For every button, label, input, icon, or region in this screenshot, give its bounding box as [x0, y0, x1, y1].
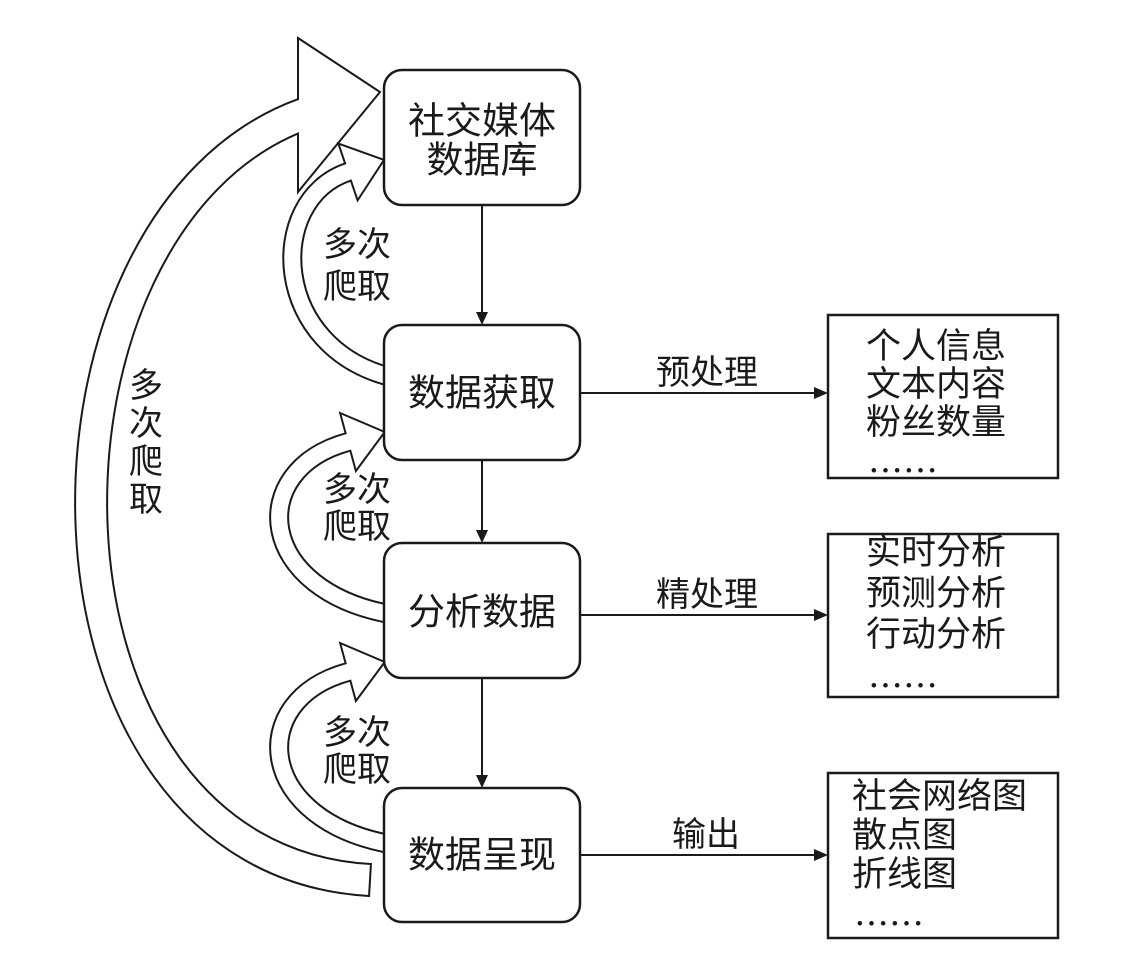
loop-arrow-present-to-analyze [269, 641, 397, 855]
node-source-label-line1: 社交媒体 [408, 100, 556, 143]
arrow-analyze-to-present [476, 678, 488, 788]
node-source-box [382, 68, 582, 207]
loop-band-end [368, 862, 372, 898]
loop-label-present-to-analyze-line2: 爬取 [323, 750, 391, 790]
loop-arrow-acquire-to-source [282, 141, 398, 388]
arrow-head [814, 849, 828, 861]
node-acquire-box [382, 323, 582, 462]
loop-label-present-to-source-char: 次 [129, 404, 163, 444]
arrow-acquire-to-analyze [476, 460, 488, 543]
result-item: …… [868, 441, 938, 481]
result-item: 折线图 [852, 855, 957, 895]
edge-label-refine: 精处理 [656, 575, 758, 615]
result-item: 粉丝数量 [866, 403, 1006, 443]
arrow-acquire-to-results [580, 387, 828, 399]
loop-band-fill [76, 97, 371, 895]
loop-label-acquire-to-source-line1: 多次 [323, 225, 391, 265]
loop-arrow-present-to-source [74, 36, 382, 898]
arrow-head [814, 387, 828, 399]
loop-label-acquire-to-source-line2: 爬取 [323, 267, 391, 307]
arrow-source-to-acquire [476, 205, 488, 325]
loop-label-present-to-source-char: 爬 [129, 442, 163, 482]
result-item: …… [854, 894, 924, 934]
loop-label-present-to-source-char: 多 [129, 366, 163, 406]
loop-band-fill [284, 163, 397, 386]
edge-label-preprocess: 预处理 [656, 353, 758, 393]
loop-label-present-to-analyze-line1: 多次 [323, 713, 391, 753]
result-item: 散点图 [852, 816, 957, 856]
loop-band-fill [271, 433, 397, 623]
loop-label-analyze-to-acquire-line2: 爬取 [323, 507, 391, 547]
result-item: 个人信息 [866, 327, 1006, 367]
result-item: 文本内容 [866, 365, 1006, 405]
node-present-label: 数据呈现 [408, 834, 556, 877]
results-analyze-box [826, 532, 1060, 699]
arrow-head [476, 775, 488, 788]
result-item: …… [868, 656, 938, 696]
arrow-head [476, 312, 488, 325]
node-acquire-label: 数据获取 [408, 372, 556, 415]
loop-arrow-analyze-to-acquire [269, 411, 397, 625]
results-present-box [826, 771, 1060, 940]
result-item: 行动分析 [866, 615, 1006, 655]
loop-label-present-to-source-char: 取 [129, 480, 163, 520]
arrow-head [814, 609, 828, 621]
node-analyze-box [382, 541, 582, 680]
results-acquire-box [826, 313, 1060, 480]
result-item: 社会网络图 [852, 777, 1027, 817]
loop-band-fill [271, 663, 397, 853]
result-item: 预测分析 [866, 574, 1006, 614]
result-item: 实时分析 [866, 533, 1006, 573]
node-present-box [382, 786, 582, 924]
node-analyze-label: 分析数据 [408, 591, 556, 634]
loop-label-analyze-to-acquire-line1: 多次 [323, 470, 391, 510]
edge-label-output: 输出 [672, 815, 740, 855]
node-source-label-line2: 数据库 [427, 139, 538, 182]
arrow-present-to-results [580, 849, 828, 861]
arrow-analyze-to-results [580, 609, 828, 621]
arrow-head [476, 530, 488, 543]
